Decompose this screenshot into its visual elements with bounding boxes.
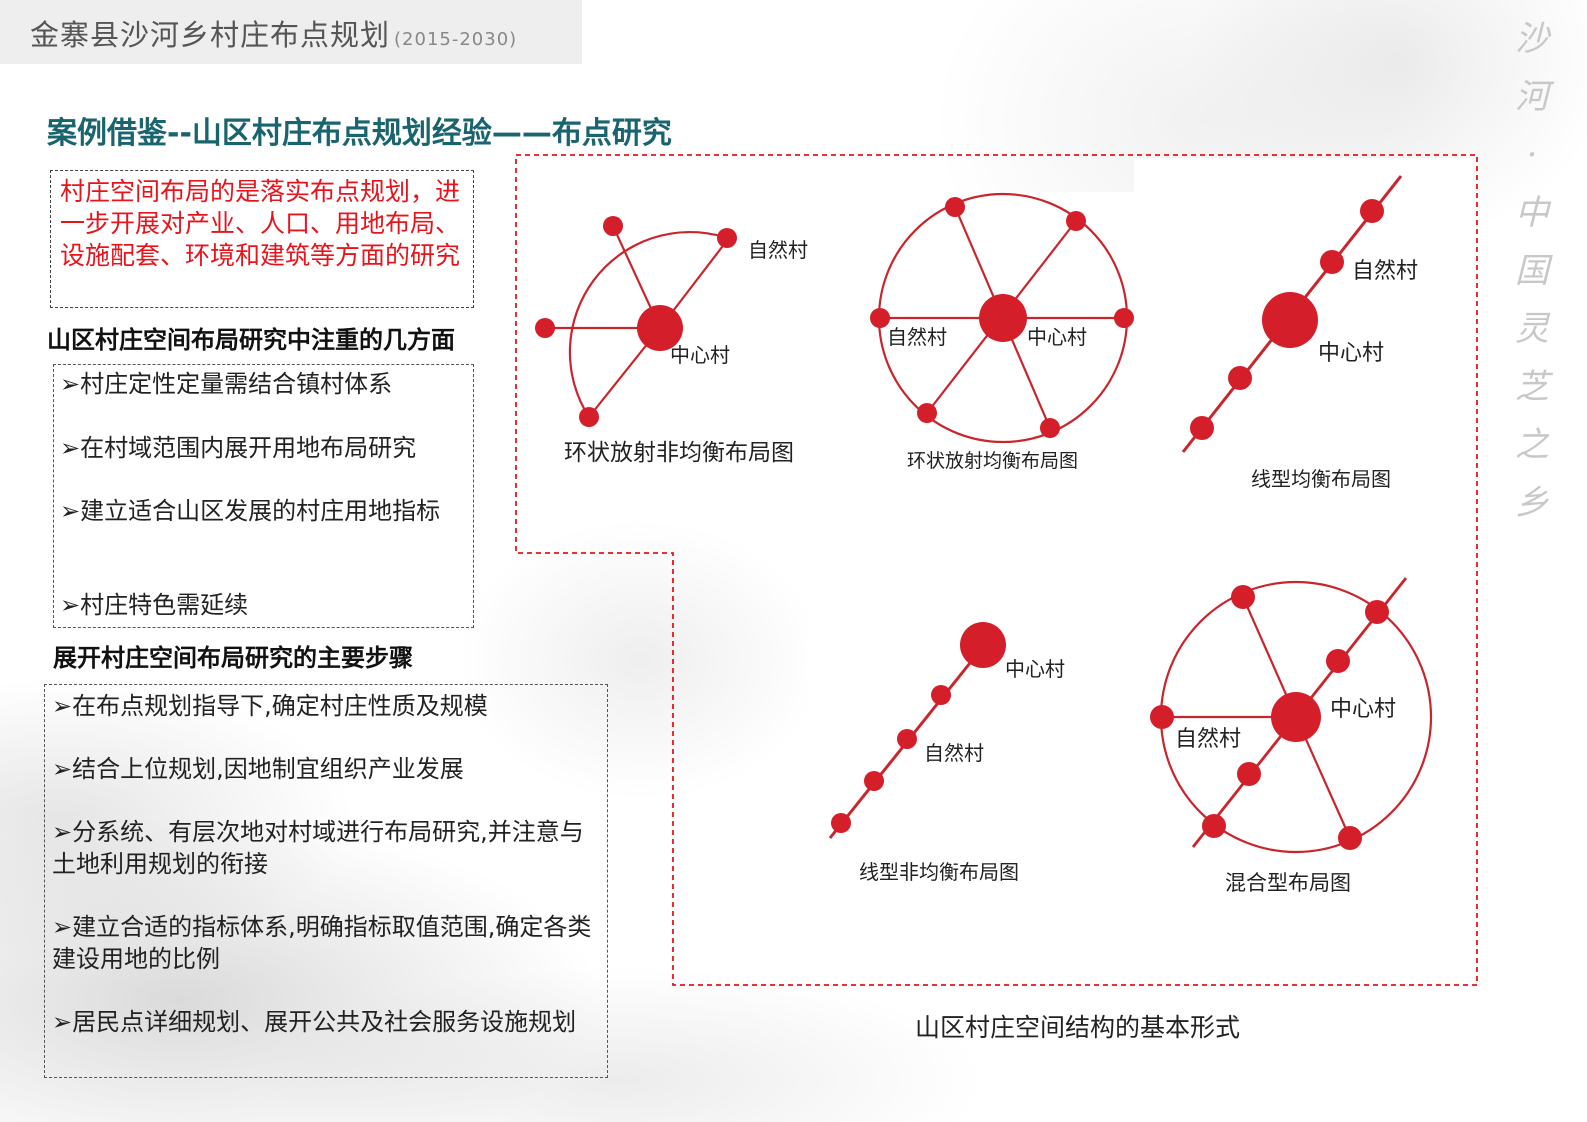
vertical-brand-calligraphy: 沙 河 · 中 国 灵 芝 之 乡 — [1512, 10, 1552, 532]
natural-village-node — [1040, 418, 1060, 438]
brand-char: 中 — [1515, 193, 1549, 233]
center-village-label: 中心村 — [1005, 657, 1065, 681]
center-village-label: 中心村 — [1318, 341, 1384, 366]
center-village-label: 中心村 — [1330, 697, 1396, 722]
center-village-node — [1271, 692, 1321, 742]
brand-char: 国 — [1515, 251, 1549, 291]
natural-village-label: 自然村 — [887, 325, 947, 349]
intro-text: 村庄空间布局的是落实布点规划，进一步开展对产业、人口、用地布局、设施配套、环境和… — [60, 177, 461, 270]
natural-village-node — [1231, 585, 1255, 609]
brand-char: 河 — [1515, 77, 1549, 117]
mixed-nodes — [1150, 585, 1389, 850]
natural-village-node — [870, 308, 890, 328]
natural-village-label: 自然村 — [924, 741, 984, 765]
natural-village-label: 自然村 — [1175, 727, 1241, 752]
natural-village-node — [945, 197, 965, 217]
natural-village-node — [864, 771, 884, 791]
plan-years: (2015-2030) — [394, 29, 518, 50]
aspects-box — [53, 364, 474, 628]
natural-village-node — [1190, 416, 1214, 440]
caption-ring-radial-balanced: 环状放射均衡布局图 — [907, 450, 1078, 472]
aspects-item: ➢在村域范围内展开用地布局研究 — [60, 434, 417, 462]
steps-heading: 展开村庄空间布局研究的主要步骤 — [53, 644, 413, 672]
natural-village-node — [535, 318, 555, 338]
brand-char: 灵 — [1515, 309, 1549, 349]
steps-box — [44, 684, 608, 1078]
brand-char: 之 — [1515, 425, 1549, 465]
aspects-item: ➢村庄定性定量需结合镇村体系 — [60, 370, 393, 398]
caption-mixed: 混合型布局图 — [1225, 871, 1351, 895]
caption-linear-unbalanced: 线型非均衡布局图 — [859, 860, 1019, 884]
aspects-item: ➢建立适合山区发展的村庄用地指标 — [60, 497, 441, 525]
natural-village-node — [579, 407, 599, 427]
diagram-panel — [522, 192, 1134, 512]
brand-char: 芝 — [1515, 367, 1549, 407]
natural-village-node — [831, 813, 851, 833]
natural-village-node — [1237, 762, 1261, 786]
figure-caption: 山区村庄空间结构的基本形式 — [915, 1013, 1240, 1042]
center-village-node — [637, 305, 683, 351]
natural-village-node — [1150, 705, 1174, 729]
natural-village-node — [1228, 366, 1252, 390]
natural-village-node — [1326, 649, 1350, 673]
brand-char: · — [1526, 135, 1538, 175]
center-village-label: 中心村 — [1027, 325, 1087, 349]
steps-item: ➢分系统、有层次地对村域进行布局研究,并注意与土地利用规划的衔接 — [52, 818, 584, 878]
aspects-heading: 山区村庄空间布局研究中注重的几方面 — [47, 326, 455, 354]
section-title: 案例借鉴--山区村庄布点规划经验——布点研究 — [47, 116, 672, 151]
natural-village-node — [1066, 211, 1086, 231]
caption-linear-balanced: 线型均衡布局图 — [1251, 467, 1391, 491]
caption-ring-radial-unbalanced: 环状放射非均衡布局图 — [564, 440, 794, 466]
steps-item: ➢在布点规划指导下,确定村庄性质及规模 — [52, 692, 488, 720]
natural-village-node — [1202, 814, 1226, 838]
plan-title: 金寨县沙河乡村庄布点规划 — [30, 18, 391, 52]
intro-box — [50, 170, 474, 308]
ring-radial-unbalanced-nodes — [535, 216, 737, 427]
page-title: 金寨县沙河乡村庄布点规划(2015-2030) — [30, 12, 517, 54]
linear-unbalanced-nodes — [831, 622, 1006, 833]
diagram-panel — [1133, 560, 1473, 942]
natural-village-node — [1114, 308, 1134, 328]
center-village-node — [960, 622, 1006, 668]
center-village-node — [1262, 292, 1318, 348]
ring-radial-balanced-nodes — [870, 197, 1134, 438]
brand-char: 乡 — [1515, 483, 1549, 523]
red-dashed-outline — [515, 154, 1478, 986]
header-bar: 金寨县沙河乡村庄布点规划(2015-2030) — [0, 0, 582, 64]
natural-village-node — [897, 729, 917, 749]
natural-village-node — [717, 228, 737, 248]
center-village-node — [979, 294, 1027, 342]
natural-village-node — [1365, 600, 1389, 624]
linear-balanced-nodes — [1190, 199, 1384, 440]
diagram-panel — [808, 604, 1084, 902]
natural-village-node — [603, 216, 623, 236]
outer-ring-arc — [568, 230, 725, 418]
natural-village-label: 自然村 — [1352, 259, 1418, 284]
natural-village-label: 自然村 — [748, 238, 808, 262]
natural-village-node — [917, 403, 937, 423]
steps-item: ➢建立合适的指标体系,明确指标取值范围,确定各类建设用地的比例 — [52, 913, 592, 973]
natural-village-node — [931, 685, 951, 705]
steps-item: ➢居民点详细规划、展开公共及社会服务设施规划 — [52, 1008, 577, 1036]
brand-char: 沙 — [1515, 19, 1549, 59]
steps-item: ➢结合上位规划,因地制宜组织产业发展 — [52, 755, 464, 783]
natural-village-node — [1320, 250, 1344, 274]
aspects-item: ➢村庄特色需延续 — [60, 591, 249, 619]
natural-village-node — [1338, 826, 1362, 850]
center-village-label: 中心村 — [670, 343, 730, 367]
natural-village-node — [1360, 199, 1384, 223]
